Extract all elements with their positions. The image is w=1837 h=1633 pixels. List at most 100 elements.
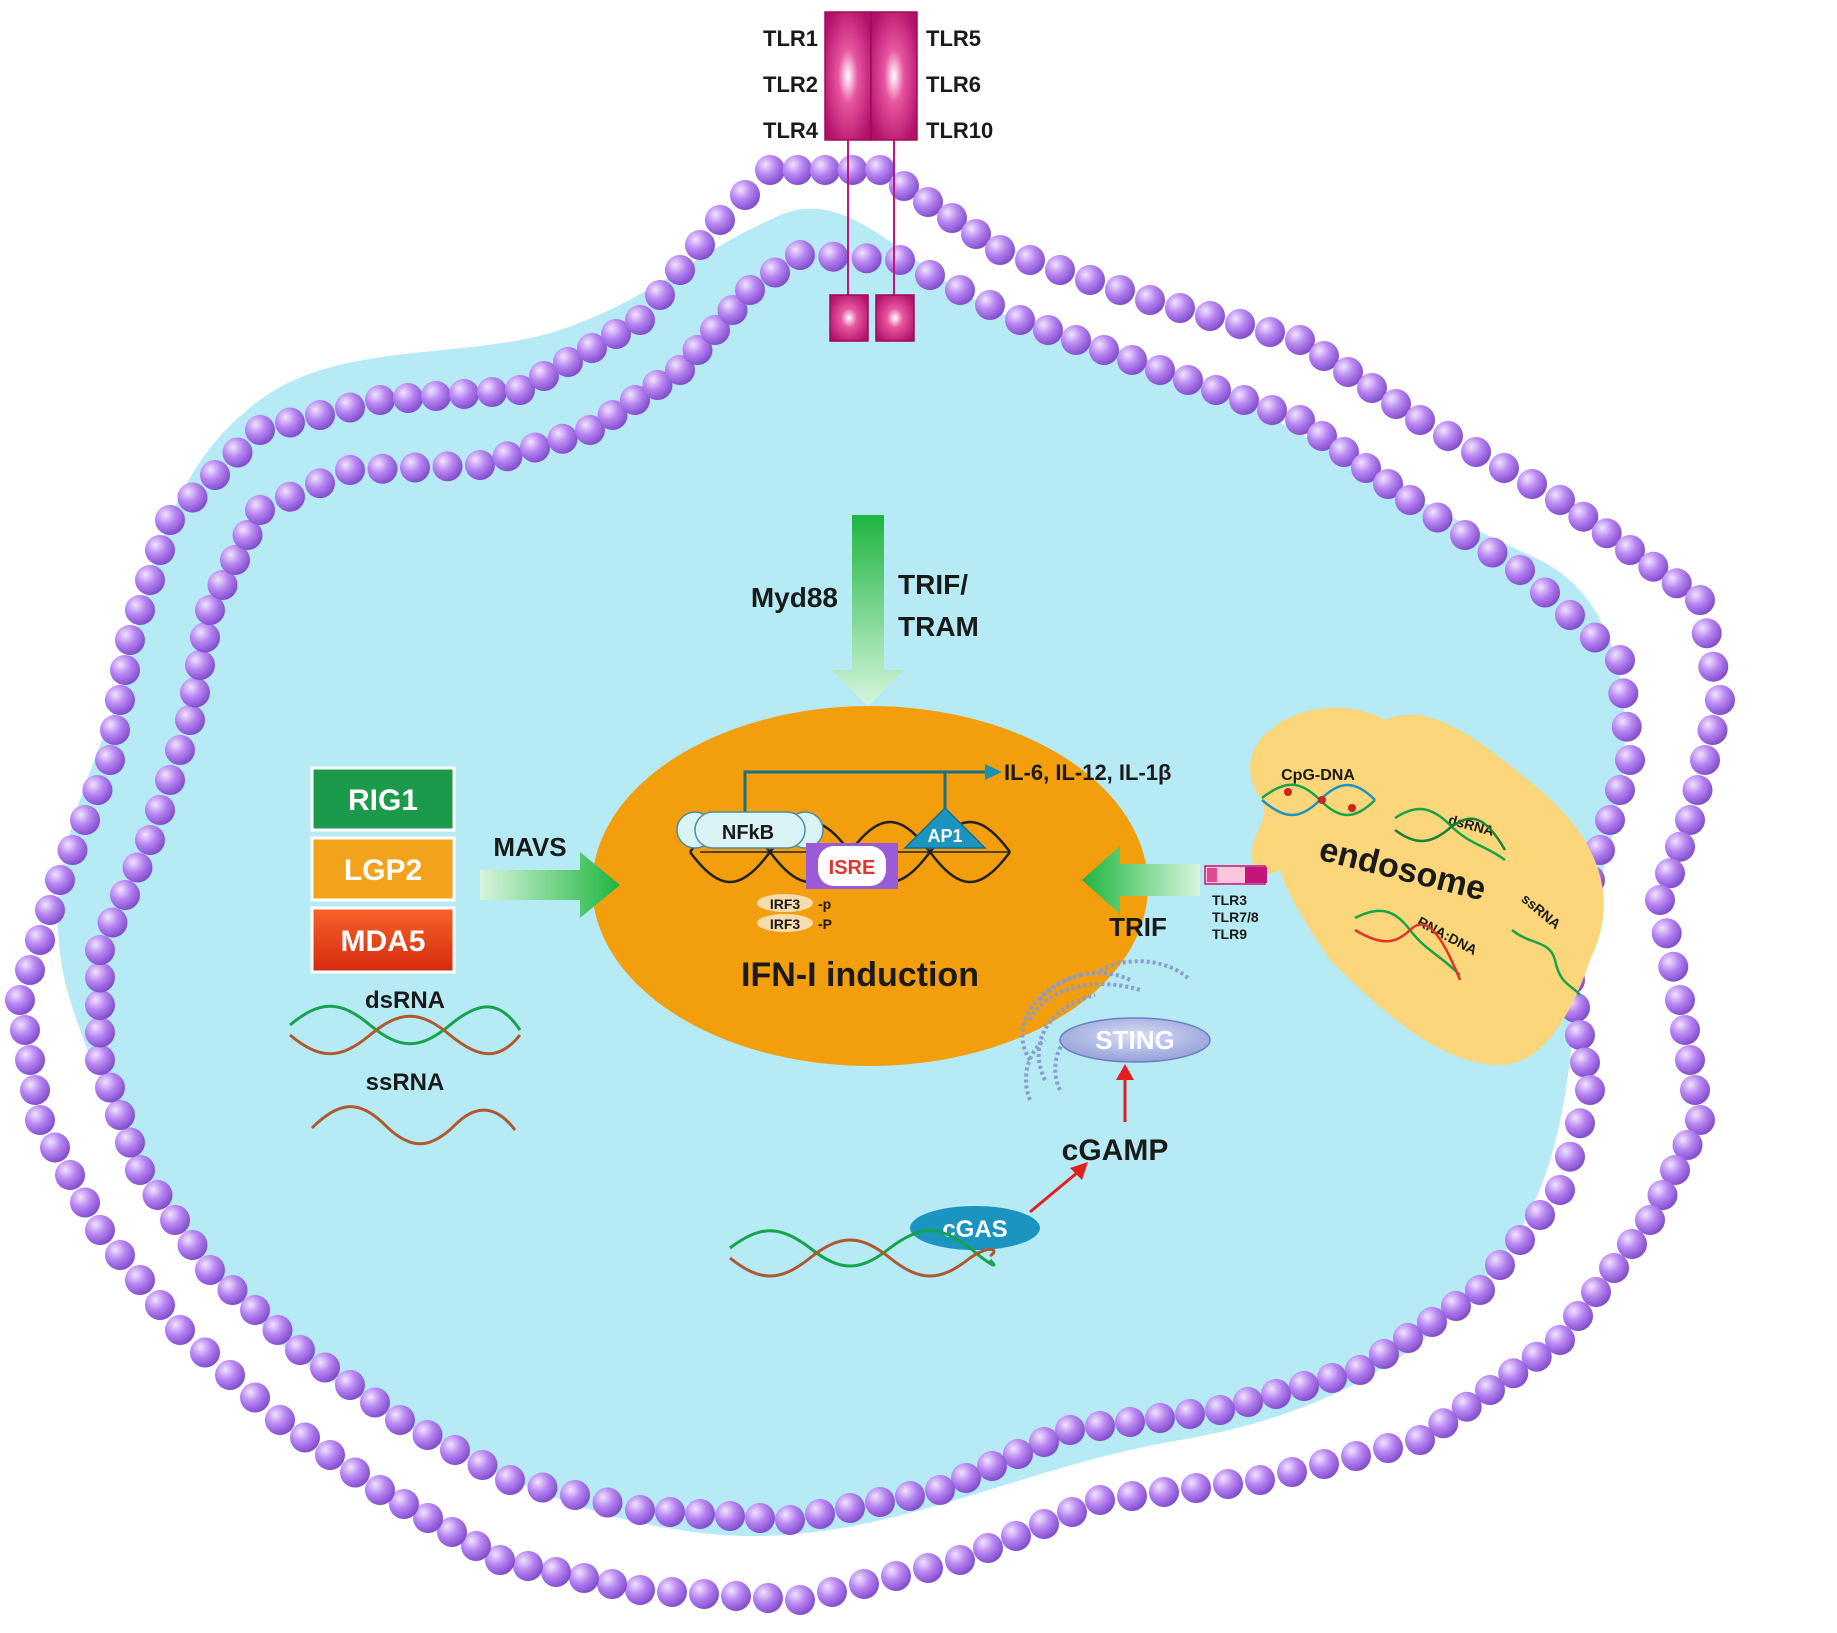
irf3-phospho-1: -p <box>818 896 831 912</box>
membrane-bead <box>569 1563 599 1593</box>
membrane-bead <box>1665 831 1695 862</box>
membrane-bead <box>1475 1375 1505 1405</box>
membrane-bead <box>115 1127 145 1158</box>
membrane-bead <box>1461 437 1491 467</box>
membrane-bead <box>95 1072 125 1103</box>
membrane-bead <box>1608 678 1639 709</box>
membrane-bead <box>597 400 628 430</box>
cgas-label: cGAS <box>942 1216 1007 1243</box>
membrane-bead <box>55 1160 85 1190</box>
cpg-dna-strand <box>1261 783 1376 817</box>
membrane-bead <box>290 1422 320 1453</box>
membrane-bead <box>1213 1469 1243 1499</box>
membrane-bead <box>440 1435 470 1465</box>
membrane-bead <box>1333 357 1363 387</box>
membrane-bead <box>682 335 713 365</box>
membrane-bead <box>1565 1108 1595 1139</box>
membrane-bead <box>1645 885 1675 915</box>
membrane-bead <box>1605 775 1635 805</box>
membrane-bead <box>1655 858 1685 889</box>
membrane-bead <box>1245 1465 1275 1495</box>
membrane-bead <box>110 880 140 910</box>
membrane-bead <box>1173 365 1203 395</box>
membrane-bead <box>155 765 185 795</box>
membrane-bead <box>232 520 263 550</box>
membrane-bead <box>625 1495 655 1525</box>
cgas-ellipse <box>910 1206 1040 1250</box>
membrane-bead <box>1605 645 1635 675</box>
rig1-label: RIG1 <box>348 784 418 817</box>
tlr-label-tlr5: TLR5 <box>926 26 981 51</box>
membrane-bead <box>85 1045 115 1075</box>
membrane-bead <box>1599 1253 1629 1283</box>
membrane-bead <box>782 155 813 185</box>
membrane-bead <box>527 1472 558 1503</box>
tlr-label-tlr4: TLR4 <box>763 118 819 143</box>
membrane-bead <box>597 1569 627 1599</box>
trif-tram-label-line2: TRAM <box>898 611 979 642</box>
membrane-bead <box>937 203 967 233</box>
membrane-bead <box>360 1387 390 1418</box>
membrane-bead <box>977 1451 1007 1481</box>
membrane-bead <box>625 305 655 335</box>
membrane-bead <box>15 955 45 985</box>
membrane-bead <box>1615 535 1645 565</box>
membrane-bead <box>1685 1105 1715 1135</box>
membrane-bead <box>1545 1325 1575 1355</box>
membrane-bead <box>305 400 335 430</box>
membrane-bead <box>1555 600 1585 630</box>
membrane-bead <box>1381 389 1411 419</box>
membrane-bead <box>1451 1391 1482 1422</box>
membrane-bead <box>885 245 915 275</box>
membrane-bead <box>217 1275 248 1305</box>
membrane-bead <box>1117 1481 1147 1511</box>
membrane-bead <box>207 570 238 600</box>
membrane-bead <box>85 935 115 965</box>
membrane-bead <box>1373 1433 1403 1463</box>
membrane-bead <box>115 625 145 655</box>
membrane-bead <box>975 290 1005 320</box>
er-membrane-fold <box>1028 982 1141 1021</box>
membrane-bead <box>240 1382 270 1413</box>
membrane-bead <box>1257 395 1287 425</box>
membrane-bead <box>10 1015 40 1045</box>
membrane-bead <box>125 1155 155 1185</box>
membrane-bead <box>367 453 398 484</box>
membrane-bead <box>1638 551 1669 582</box>
membrane-bead <box>285 1335 315 1365</box>
membrane-bead <box>1658 951 1689 982</box>
membrane-bead <box>105 1100 135 1130</box>
membrane-bead <box>495 1465 525 1495</box>
membrane-bead <box>1405 1425 1435 1455</box>
endosome <box>1250 707 1604 1065</box>
membrane-bead <box>1057 1497 1087 1527</box>
membrane-bead <box>190 622 220 653</box>
membrane-bead <box>1277 1457 1307 1487</box>
membrane-bead <box>195 595 225 625</box>
membrane-bead <box>700 315 730 345</box>
membrane-bead <box>1255 317 1285 347</box>
membrane-bead <box>195 1255 225 1285</box>
membrane-bead <box>245 495 275 525</box>
membrane-bead <box>20 1075 50 1105</box>
membrane-bead <box>160 1205 190 1235</box>
membrane-bead <box>1075 265 1105 295</box>
membrane-bead <box>625 1575 655 1605</box>
membrane-bead <box>1581 1277 1611 1307</box>
irf3-phospho-2: -P <box>818 916 832 932</box>
membrane-bead <box>1233 1387 1263 1417</box>
membrane-bead <box>335 392 365 423</box>
membrane-bead <box>335 1370 365 1400</box>
membrane-bead <box>1563 1301 1593 1331</box>
membrane-bead <box>1611 711 1642 742</box>
membrane-bead <box>849 1569 879 1599</box>
membrane-bead <box>105 1240 135 1270</box>
cgamp-to-sting-arrowhead <box>1116 1064 1134 1080</box>
endosomal-tlr-label-tlr78: TLR7/8 <box>1212 909 1259 925</box>
membrane-bead <box>1575 1075 1605 1105</box>
membrane-bead <box>1617 1229 1647 1259</box>
dsrna-strand-left <box>289 1004 522 1056</box>
mavs-label: MAVS <box>493 832 566 862</box>
cgas-to-cgamp-arrowhead <box>1070 1162 1088 1180</box>
isre-label: ISRE <box>829 857 876 879</box>
